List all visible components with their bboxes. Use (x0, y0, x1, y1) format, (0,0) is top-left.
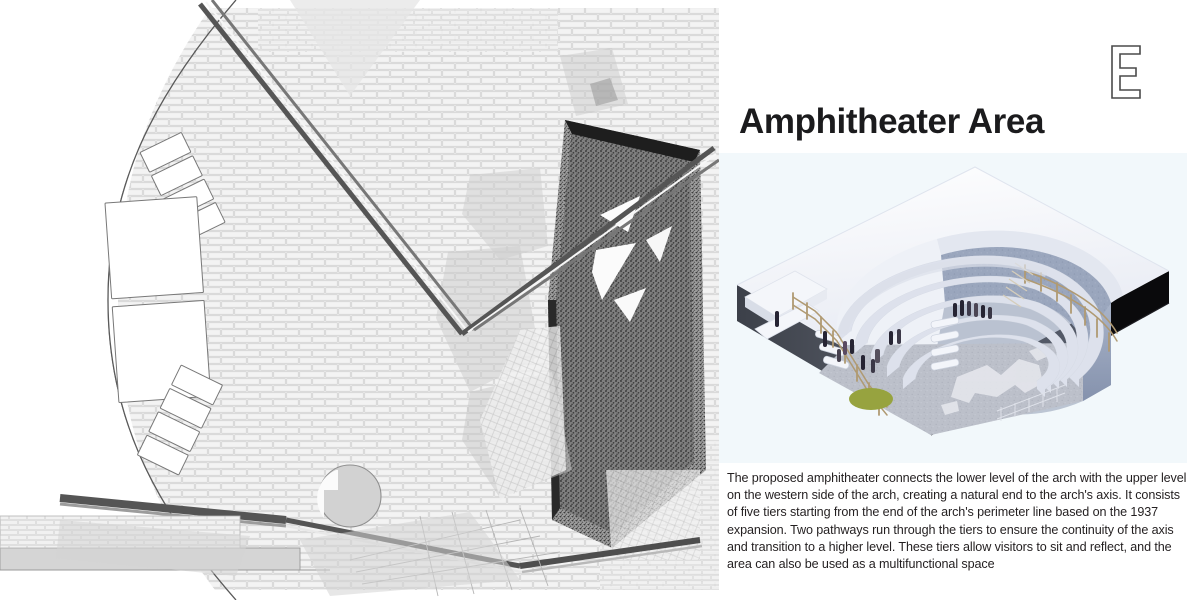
render-left-ramp (744, 270, 828, 340)
axonometric-render (719, 153, 1187, 463)
sheet-mark-letter-e (1109, 44, 1143, 100)
render-visitor-figures (775, 300, 992, 373)
site-plan-panel (0, 0, 719, 600)
render-planting-area (849, 388, 893, 410)
render-tier-shadow (837, 257, 1049, 335)
description-text: The proposed amphitheater connects the l… (727, 471, 1187, 572)
plan-shadow-wedge-top (290, 0, 420, 96)
page-title: Amphitheater Area (739, 102, 1045, 141)
plan-cast-shadows (56, 512, 520, 596)
info-panel: Amphitheater Area (719, 0, 1200, 600)
render-pathway-steps (815, 316, 960, 371)
render-floor-fence (996, 384, 1066, 421)
render-upper-plateau (736, 166, 1170, 343)
site-plan-drawing (0, 0, 719, 600)
plan-circular-feature (317, 464, 382, 528)
plan-cobble-zone (480, 326, 700, 560)
plan-pathway-steps (104, 132, 226, 476)
